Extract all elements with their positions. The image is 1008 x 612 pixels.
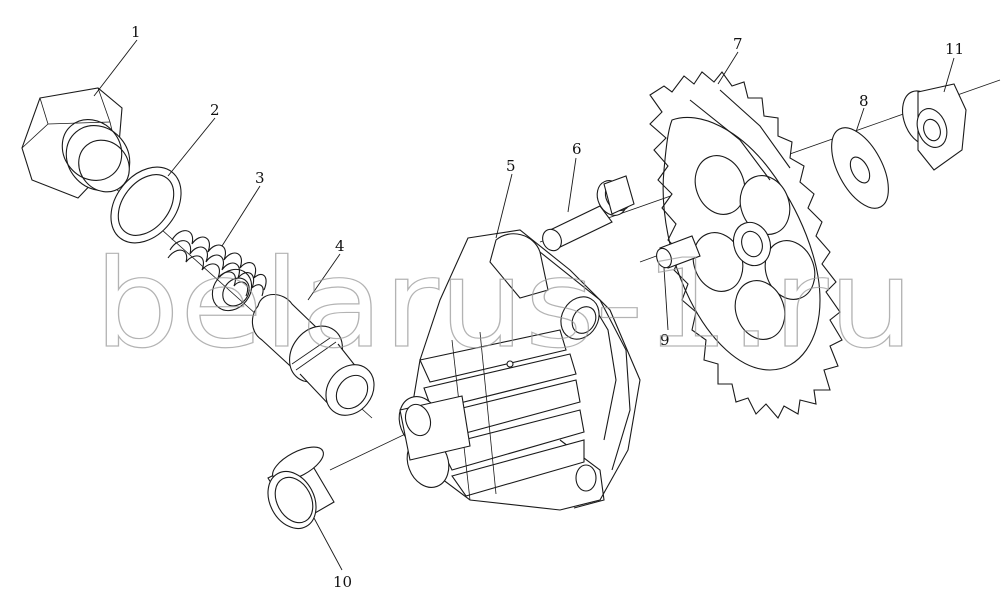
callout-3: 3 <box>255 169 265 187</box>
callout-6: 6 <box>572 140 582 158</box>
callout-10: 10 <box>333 573 352 591</box>
callout-4: 4 <box>335 237 345 255</box>
part-7-driven-gear <box>649 71 843 419</box>
watermark-text: belarus-1.ru <box>94 233 914 375</box>
callout-7: 7 <box>733 35 743 53</box>
callout-2: 2 <box>210 101 220 119</box>
part-10-bushing <box>267 446 335 529</box>
part-5-pump-housing <box>398 229 641 511</box>
callout-8: 8 <box>859 92 869 110</box>
callout-5: 5 <box>506 157 516 175</box>
callout-9: 9 <box>660 331 670 349</box>
part-4-relief-valve-plunger <box>251 293 375 416</box>
part-1-hex-plug <box>21 87 131 199</box>
part-6-axle-pin <box>542 175 635 252</box>
part-3-spring <box>167 230 267 312</box>
part-2-sealing-washer <box>110 166 182 244</box>
callout-1: 1 <box>131 23 141 41</box>
callout-numbers: 1 2 3 4 5 6 7 8 9 10 11 <box>131 23 964 591</box>
callout-leaders <box>93 39 955 571</box>
part-11-flange-nut <box>902 83 967 171</box>
part-8-washer <box>831 127 889 209</box>
callout-11: 11 <box>945 40 964 58</box>
part-9-shaft-pin <box>656 235 701 269</box>
